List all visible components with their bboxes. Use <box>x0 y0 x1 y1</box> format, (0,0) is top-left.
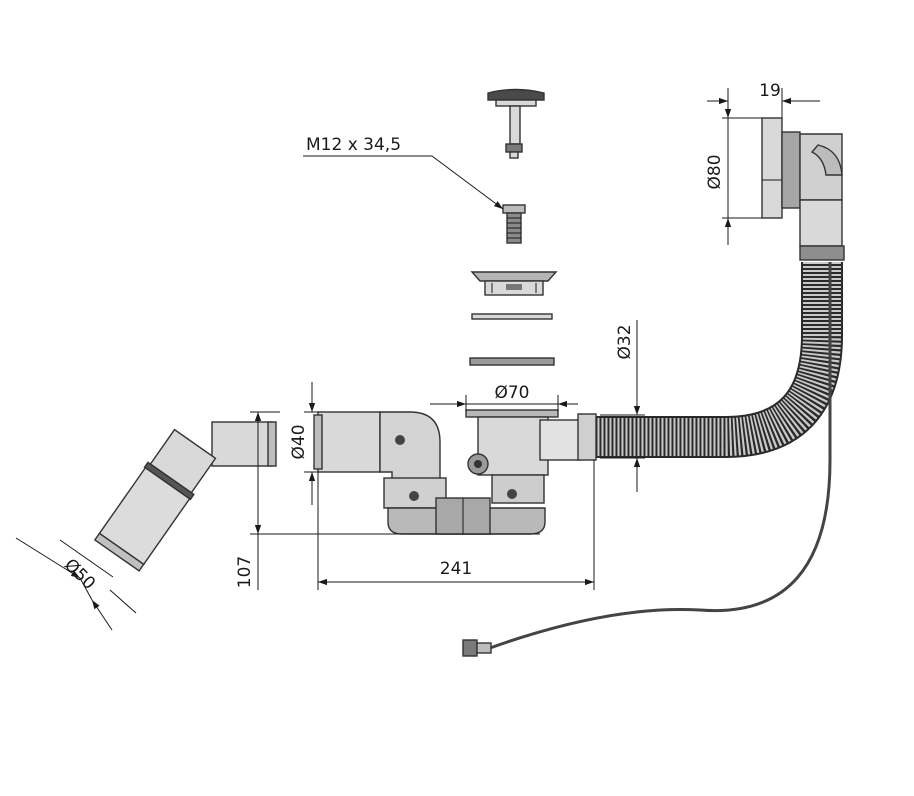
dim-80 <box>722 90 762 245</box>
cable-end <box>462 639 478 657</box>
threaded-screw <box>502 204 526 244</box>
label-40: Ø40 <box>289 424 309 459</box>
dim-241 <box>317 460 595 590</box>
inlet-elbow <box>313 411 441 481</box>
drain-flange <box>470 271 558 296</box>
gasket-thick <box>469 357 555 366</box>
label-32: Ø32 <box>615 324 635 359</box>
overflow-assembly <box>761 117 845 261</box>
dim-50 <box>15 537 137 631</box>
gasket-thin <box>471 313 553 320</box>
stopper-assembly <box>487 88 545 159</box>
outlet-pipe <box>93 421 277 572</box>
label-19: 19 <box>759 81 781 101</box>
label-241: 241 <box>440 559 472 579</box>
dim-70 <box>430 395 578 412</box>
label-107: 107 <box>235 556 255 588</box>
label-80: Ø80 <box>705 154 725 189</box>
control-cable <box>489 262 832 650</box>
dim-32 <box>600 320 645 492</box>
dim-107 <box>250 411 540 590</box>
drain-body <box>465 409 597 504</box>
label-70: Ø70 <box>494 383 529 403</box>
siphon-trap <box>383 477 546 535</box>
label-thread: M12 x 34,5 <box>306 135 401 155</box>
dim-40 <box>304 382 318 505</box>
label-50: Ø50 <box>60 555 99 594</box>
